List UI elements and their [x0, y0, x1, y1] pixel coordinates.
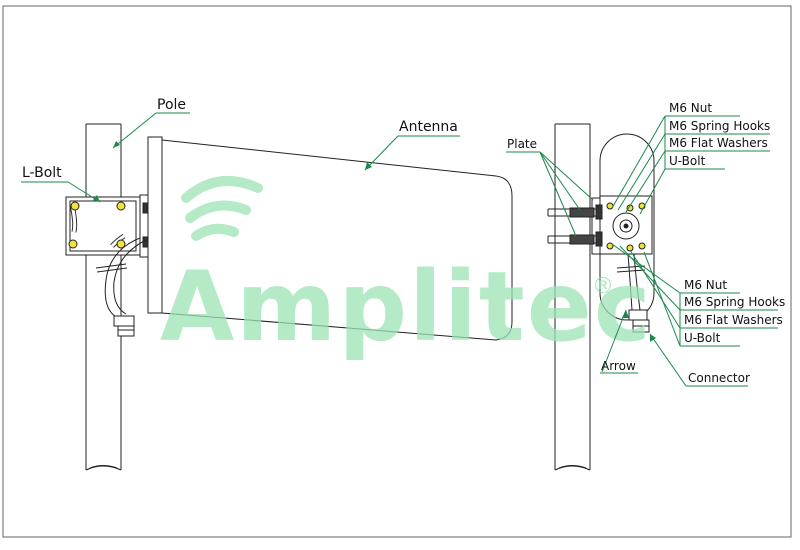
label-pole: Pole	[157, 97, 186, 113]
label-bottom-u-bolt: U-Bolt	[684, 331, 721, 345]
label-top-m6-nut: M6 Nut	[669, 101, 712, 115]
cable-left	[95, 237, 147, 337]
antenna-body	[147, 136, 513, 341]
l-bolt-bracket	[65, 194, 152, 258]
label-top-m6-spring-hooks: M6 Spring Hooks	[669, 119, 770, 133]
arrowheads	[93, 141, 656, 342]
label-connector: Connector	[688, 371, 750, 385]
label-bottom-m6-spring-hooks: M6 Spring Hooks	[684, 295, 785, 309]
label-plate: Plate	[507, 137, 537, 151]
label-arrow: Arrow	[601, 359, 636, 373]
leader-lines	[21, 112, 778, 387]
left-view	[65, 123, 513, 471]
mounting-plate	[591, 195, 653, 255]
diagram-frame	[2, 5, 792, 538]
watermark: Amplitec ®	[160, 175, 653, 363]
cable-right	[616, 253, 650, 333]
label-antenna: Antenna	[399, 119, 458, 135]
label-top-u-bolt: U-Bolt	[669, 154, 706, 168]
u-bolts	[547, 204, 603, 247]
wifi-signal-icon	[181, 175, 263, 241]
label-bottom-m6-flat-washers: M6 Flat Washers	[684, 313, 783, 327]
label-l-bolt: L-Bolt	[22, 165, 62, 181]
pole-left	[85, 123, 122, 471]
right-view	[547, 123, 655, 471]
registered-mark: ®	[592, 274, 614, 299]
label-bottom-m6-nut: M6 Nut	[684, 278, 727, 292]
pole-right	[554, 123, 591, 471]
watermark-text: Amplitec	[160, 251, 653, 363]
label-top-m6-flat-washers: M6 Flat Washers	[669, 136, 768, 150]
